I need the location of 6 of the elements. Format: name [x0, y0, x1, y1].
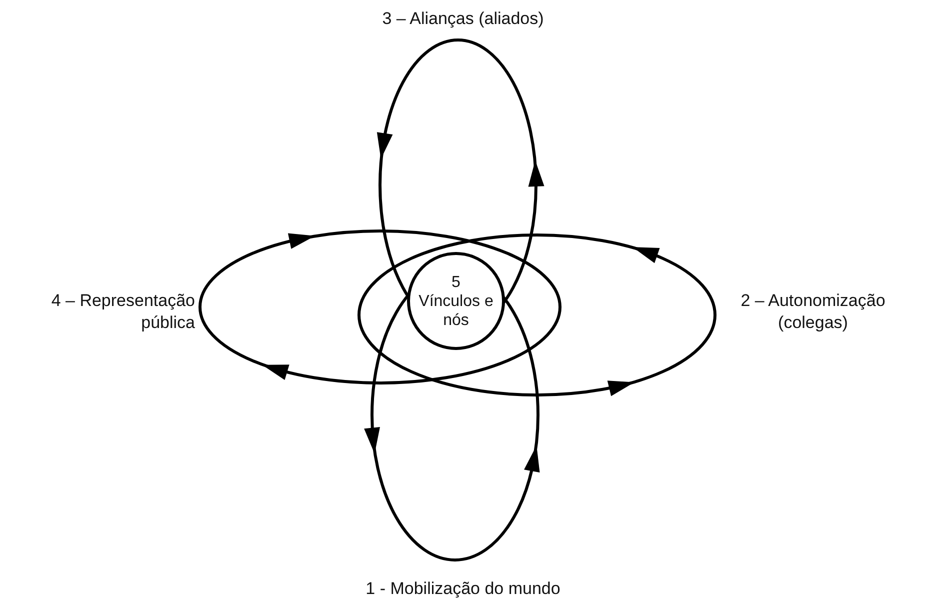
loop-label: 3 – Alianças (aliados)	[381, 8, 545, 30]
loop-label: 4 – Representação pública	[50, 290, 195, 334]
loop-label: 2 – Autonomização (colegas)	[740, 290, 886, 334]
node-text: Vínculos e nós	[418, 292, 494, 330]
node-text: 5	[452, 272, 460, 292]
loop-label: 1 - Mobilização do mundo	[364, 578, 562, 600]
